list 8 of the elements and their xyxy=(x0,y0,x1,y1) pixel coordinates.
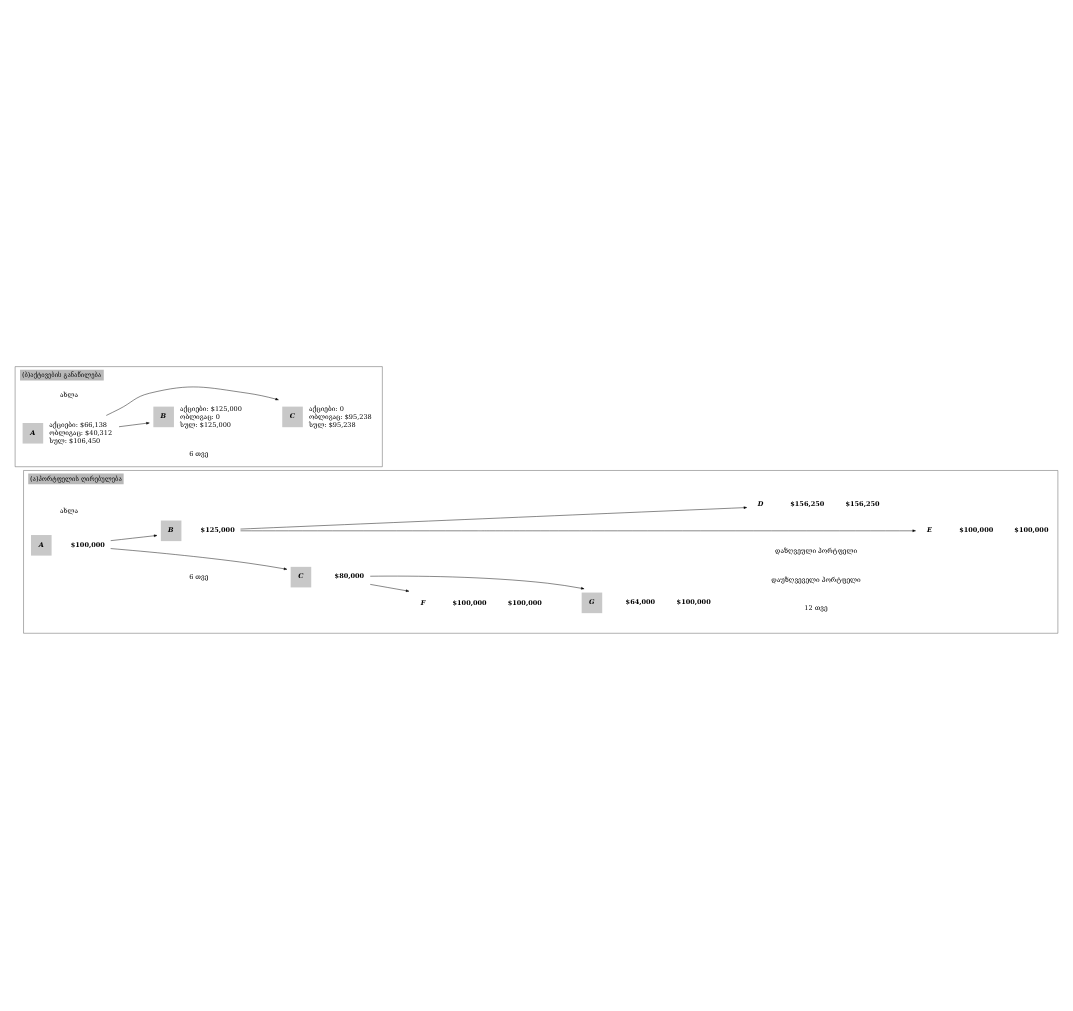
arrow xyxy=(240,529,916,533)
arrow xyxy=(118,422,150,427)
arrow xyxy=(110,534,158,541)
arrow xyxy=(370,575,585,590)
arrow xyxy=(106,386,279,416)
arrow xyxy=(110,548,288,570)
arrow xyxy=(240,506,747,530)
arrow xyxy=(370,584,410,592)
